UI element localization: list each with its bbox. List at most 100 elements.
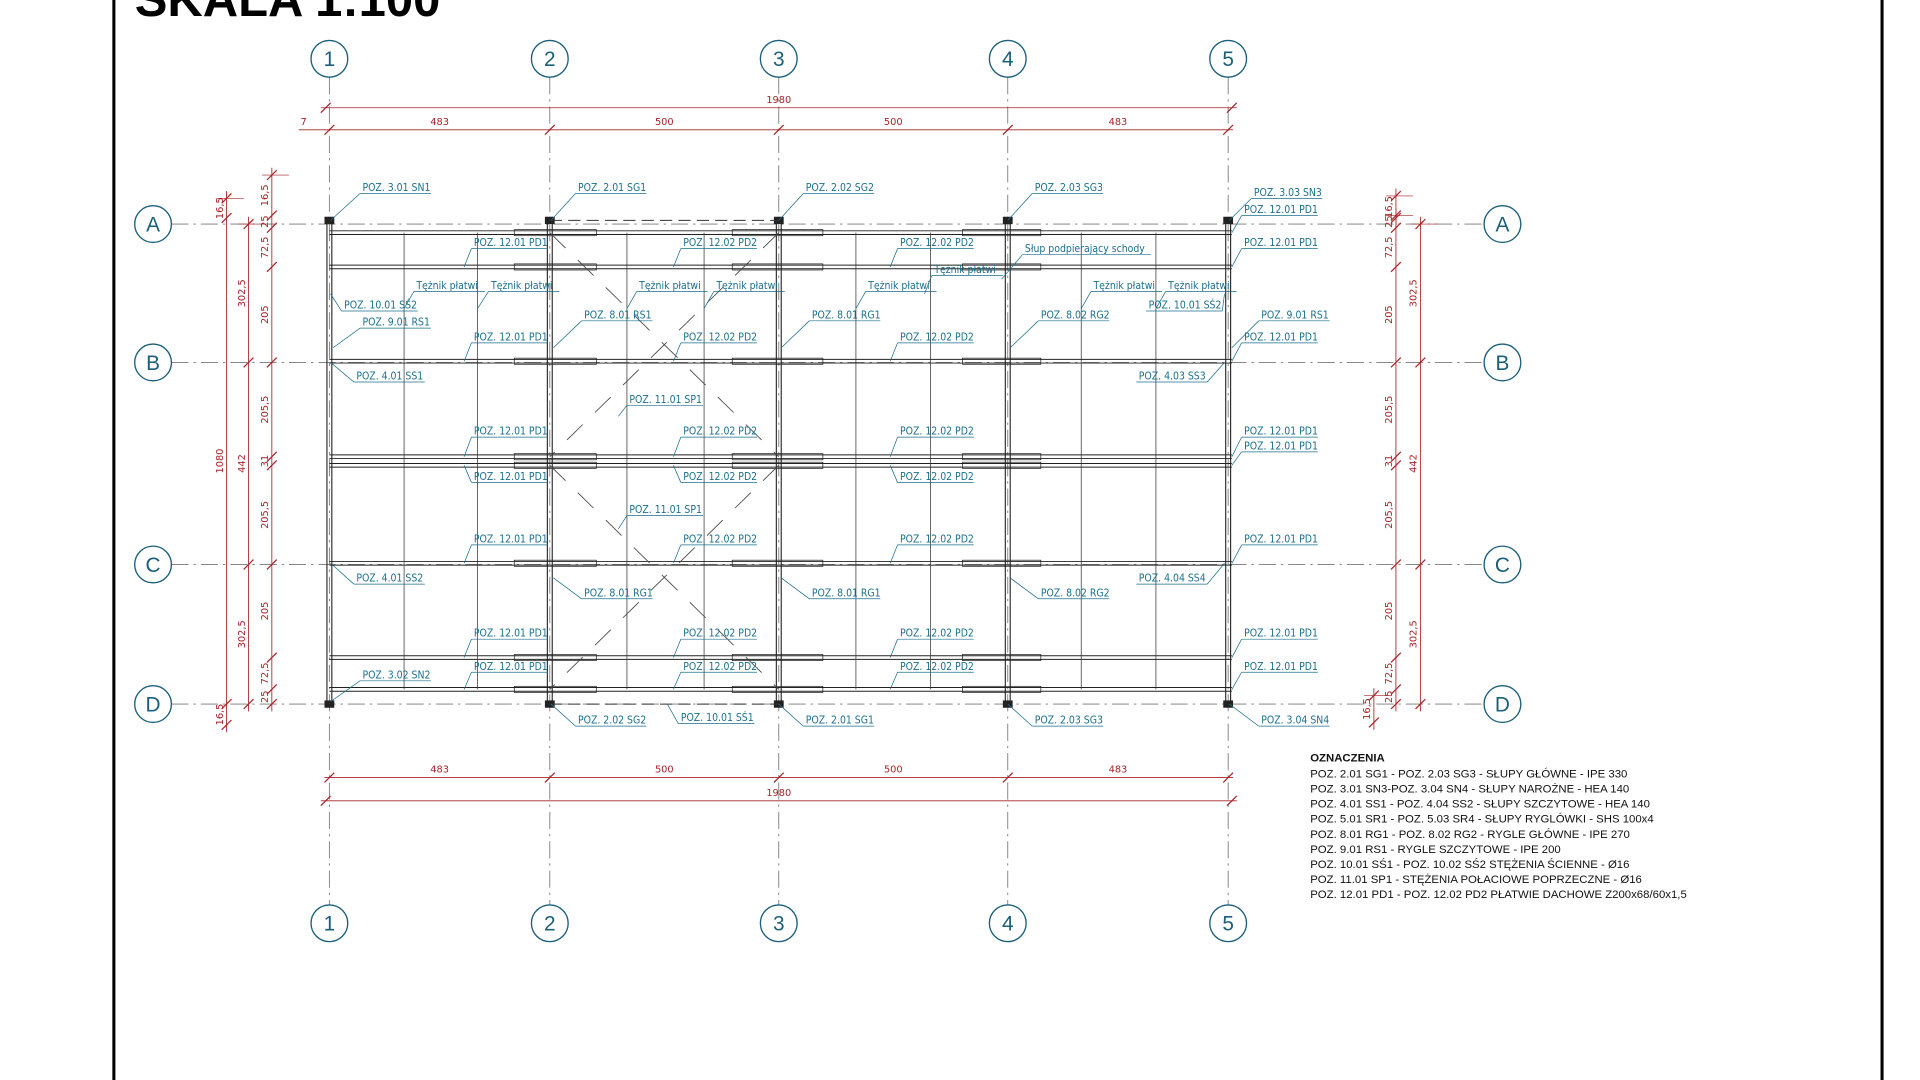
grid-column-label: 5 xyxy=(1222,48,1234,71)
grid-column-label: 2 xyxy=(544,48,556,71)
callout-label: POZ. 3.04 SN4 xyxy=(1261,715,1329,727)
dimension-tick xyxy=(1415,357,1426,368)
callout-leader xyxy=(330,562,355,585)
dimension-tick xyxy=(320,102,332,114)
callout-label: POZ. 9.01 RS1 xyxy=(362,317,430,329)
callout-label: Tężnik płatwi xyxy=(715,280,778,292)
purlin-splice xyxy=(962,685,1042,693)
callout-leader xyxy=(463,342,472,362)
callout-leader xyxy=(778,193,804,221)
purlin-splice xyxy=(962,357,1042,365)
callout-leader xyxy=(781,577,810,600)
dimension-tick xyxy=(266,684,278,695)
right-inner-dimension-value: 72,5 xyxy=(1384,663,1395,685)
callout-leader xyxy=(673,544,682,564)
callout-leader xyxy=(924,275,933,295)
right-inner-dimension-value: 25 xyxy=(1384,691,1395,703)
grid-column-label: 3 xyxy=(773,913,785,936)
callout-label: POZ. 8.01 RG1 xyxy=(812,587,881,599)
callout-label: POZ. 12.02 PD2 xyxy=(683,533,757,545)
top-dimension-value: 483 xyxy=(1109,117,1128,128)
left-mid-dimension-value: 302,5 xyxy=(237,279,248,307)
callout-label: POZ. 12.01 PD1 xyxy=(1244,440,1318,452)
callout-label: POZ. 3.03 SN3 xyxy=(1254,187,1322,199)
purlin-splice xyxy=(513,263,597,271)
callout-leader xyxy=(889,248,898,268)
purlin-splice xyxy=(962,263,1042,271)
dimension-tick xyxy=(1222,124,1234,136)
grid-column-label: 1 xyxy=(324,913,336,936)
bottom-dimension-value: 500 xyxy=(884,765,903,776)
callout-label: POZ. 8.01 RS1 xyxy=(584,309,652,321)
callout-leader xyxy=(1231,215,1242,233)
right-mid-dimension-value: 442 xyxy=(1409,454,1420,473)
grid-row-label: D xyxy=(1495,693,1510,716)
callout-label: POZ. 12.02 PD2 xyxy=(900,331,974,343)
dimension-tick xyxy=(266,357,278,368)
callout-label: POZ. 12.01 PD1 xyxy=(474,471,548,483)
right-inner-dimension-value: 205 xyxy=(1384,602,1395,621)
callout-label: POZ. 2.01 SG1 xyxy=(578,182,646,194)
callout-label: Tężnik płatwi xyxy=(1092,280,1155,292)
left-mid-dimension-value: 442 xyxy=(237,454,248,473)
dimension-tick xyxy=(266,451,278,463)
grid-bubble xyxy=(1483,685,1522,724)
left-outer-dimension-value: 1080 xyxy=(215,449,226,474)
grid-column-label: 4 xyxy=(1002,48,1014,71)
legend-item: POZ. 5.01 SR1 - POZ. 5.03 SR4 - SŁUPY RY… xyxy=(1310,813,1654,826)
column-section xyxy=(324,216,335,225)
left-mid-dimension-value: 302,5 xyxy=(237,620,248,648)
grid-row-label: C xyxy=(146,554,161,577)
grid-bubble xyxy=(759,39,798,78)
dimension-tick xyxy=(221,212,232,224)
dimension-tick xyxy=(324,124,335,136)
grid-bubble xyxy=(759,904,798,943)
callout-leader xyxy=(463,465,472,483)
grid-bubble xyxy=(1209,39,1248,78)
legend-item: POZ. 12.01 PD1 - POZ. 12.02 PD2 PŁATWIE … xyxy=(1310,889,1687,901)
grid-bubble xyxy=(530,904,569,943)
left-inner-dimension-value: 205,5 xyxy=(260,396,271,424)
callout-leader xyxy=(1080,291,1092,309)
callout-label: POZ. 12.02 PD2 xyxy=(683,471,757,483)
purlin-splice xyxy=(731,453,824,461)
purlin-splice xyxy=(731,685,824,693)
dimension-tick xyxy=(266,652,278,663)
callout-leader xyxy=(673,639,682,658)
grid-bubble xyxy=(310,39,349,78)
dimension-tick xyxy=(266,459,278,471)
callout-leader xyxy=(667,703,679,724)
callout-label: POZ. 12.01 PD1 xyxy=(1244,426,1318,438)
grid-row-label: D xyxy=(146,693,161,716)
callout-label: POZ. 4.04 SS4 xyxy=(1139,573,1206,585)
callout-label: POZ. 12.02 PD2 xyxy=(900,533,974,545)
purlin-splice xyxy=(962,453,1042,461)
dimension-tick xyxy=(324,772,335,783)
callout-label: POZ. 12.01 PD1 xyxy=(1244,237,1318,249)
right-mid-dimension-value: 302,5 xyxy=(1409,279,1420,307)
callout-label: POZ. 12.01 PD1 xyxy=(474,331,548,343)
callout-label: POZ. 12.01 PD1 xyxy=(474,237,548,249)
dimension-tick xyxy=(1415,698,1426,710)
left-inner-dimension-value: 16,5 xyxy=(260,184,271,206)
callout-leader xyxy=(1007,193,1033,221)
callout-leader xyxy=(673,672,682,690)
callout-label: POZ. 12.01 PD1 xyxy=(1244,628,1318,640)
callout-leader xyxy=(1229,198,1252,221)
dimension-tick xyxy=(221,719,232,731)
callout-leader xyxy=(889,639,898,658)
column-section xyxy=(544,216,555,225)
dimension-tick xyxy=(773,124,785,136)
dimension-tick xyxy=(320,795,332,807)
callout-leader xyxy=(1009,320,1039,349)
callout-label: POZ. 2.01 SG1 xyxy=(806,715,874,727)
callout-label: POZ. 3.02 SN2 xyxy=(362,669,430,681)
callout-leader xyxy=(780,320,810,349)
grid-bubble xyxy=(1483,343,1522,382)
purlin-splice xyxy=(731,263,824,271)
callout-label: POZ. 12.01 PD1 xyxy=(1244,204,1318,216)
callout-leader xyxy=(463,639,472,658)
right-inner-dimension-value: 205,5 xyxy=(1384,501,1395,529)
